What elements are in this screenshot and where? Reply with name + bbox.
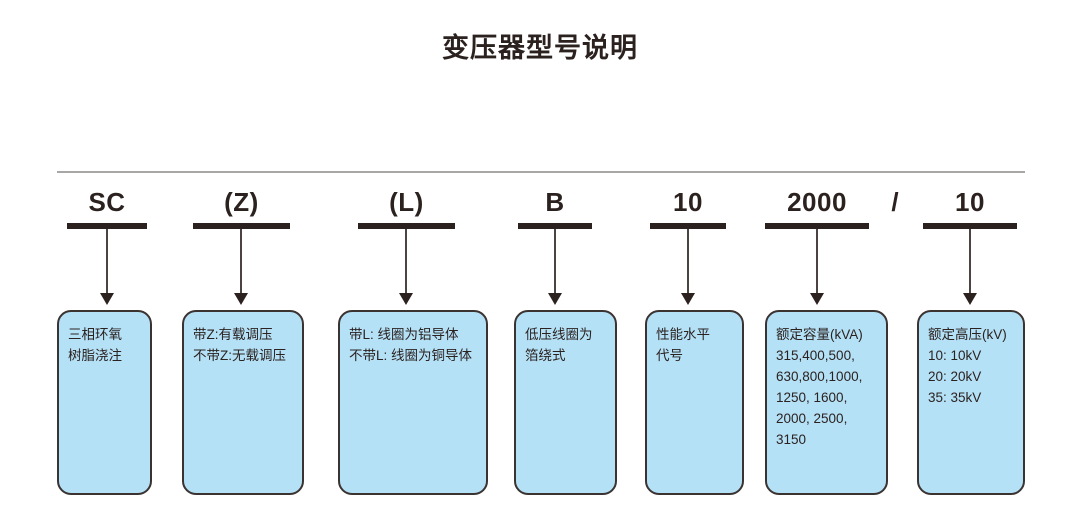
code-column-1: SC [67,186,147,229]
description-line: 不带L: 线圈为铜导体 [349,348,473,363]
description-box-5: 性能水平 代号 [645,310,744,495]
code-label-5: 10 [673,187,703,217]
description-line: 10: 10kV [928,348,982,363]
arrow-shaft [816,229,818,293]
description-line: 箔绕式 [525,348,566,363]
arrow-head [100,293,114,305]
code-label-2: (Z) [224,187,259,217]
description-line: 630,800,1000, [776,369,863,384]
code-column-5: 10 [650,186,726,229]
arrow-6 [810,229,824,305]
code-underline-4 [518,223,592,229]
separator-slash: / [891,187,899,217]
code-underline-6 [765,223,869,229]
code-underline-2 [193,223,290,229]
arrow-head [548,293,562,305]
description-line: 带L: 线圈为铝导体 [349,327,459,342]
arrow-head [234,293,248,305]
code-column-3: (L) [358,186,455,229]
arrow-shaft [554,229,556,293]
description-line: 额定容量(kVA) [776,327,863,342]
description-line: 35: 35kV [928,390,982,405]
code-underline-1 [67,223,147,229]
code-label-4: B [545,187,565,217]
code-label-3: (L) [389,187,424,217]
arrow-shaft [405,229,407,293]
arrow-2 [234,229,248,305]
description-line: 三相环氧 [68,327,122,342]
arrow-7 [963,229,977,305]
arrow-shaft [687,229,689,293]
arrow-head [810,293,824,305]
arrow-1 [100,229,114,305]
description-box-4: 低压线圈为 箔绕式 [514,310,617,495]
code-underline-3 [358,223,455,229]
arrow-head [963,293,977,305]
description-line: 带Z:有载调压 [193,327,273,342]
code-column-6: 2000 [765,186,869,229]
code-column-4: B [518,186,592,229]
arrow-shaft [969,229,971,293]
description-line: 低压线圈为 [525,327,593,342]
arrow-3 [399,229,413,305]
description-line: 代号 [656,348,683,363]
code-label-1: SC [88,187,126,217]
arrow-head [681,293,695,305]
description-line: 额定高压(kV) [928,327,1007,342]
code-column-7: 10 [923,186,1017,229]
description-box-2: 带Z:有载调压 不带Z:无载调压 [182,310,304,495]
description-line: 不带Z:无载调压 [193,348,286,363]
code-label-7: 10 [955,187,985,217]
description-line: 性能水平 [656,327,710,342]
description-line: 3150 [776,432,807,447]
page-title: 变压器型号说明 [442,33,638,63]
description-box-1: 三相环氧 树脂浇注 [57,310,152,495]
code-label-6: 2000 [787,187,847,217]
description-line: 树脂浇注 [68,348,122,363]
description-line: 1250, 1600, [776,390,848,405]
description-box-7: 额定高压(kV) 10: 10kV 20: 20kV 35: 35kV [917,310,1025,495]
description-line: 20: 20kV [928,369,982,384]
code-column-2: (Z) [193,186,290,229]
description-box-6: 额定容量(kVA) 315,400,500, 630,800,1000, 125… [765,310,888,495]
header-divider [57,171,1025,173]
code-underline-7 [923,223,1017,229]
code-underline-5 [650,223,726,229]
arrow-head [399,293,413,305]
description-box-3: 带L: 线圈为铝导体 不带L: 线圈为铜导体 [338,310,488,495]
arrow-4 [548,229,562,305]
arrow-shaft [106,229,108,293]
description-line: 2000, 2500, [776,411,848,426]
arrow-5 [681,229,695,305]
description-line: 315,400,500, [776,348,855,363]
arrow-shaft [240,229,242,293]
